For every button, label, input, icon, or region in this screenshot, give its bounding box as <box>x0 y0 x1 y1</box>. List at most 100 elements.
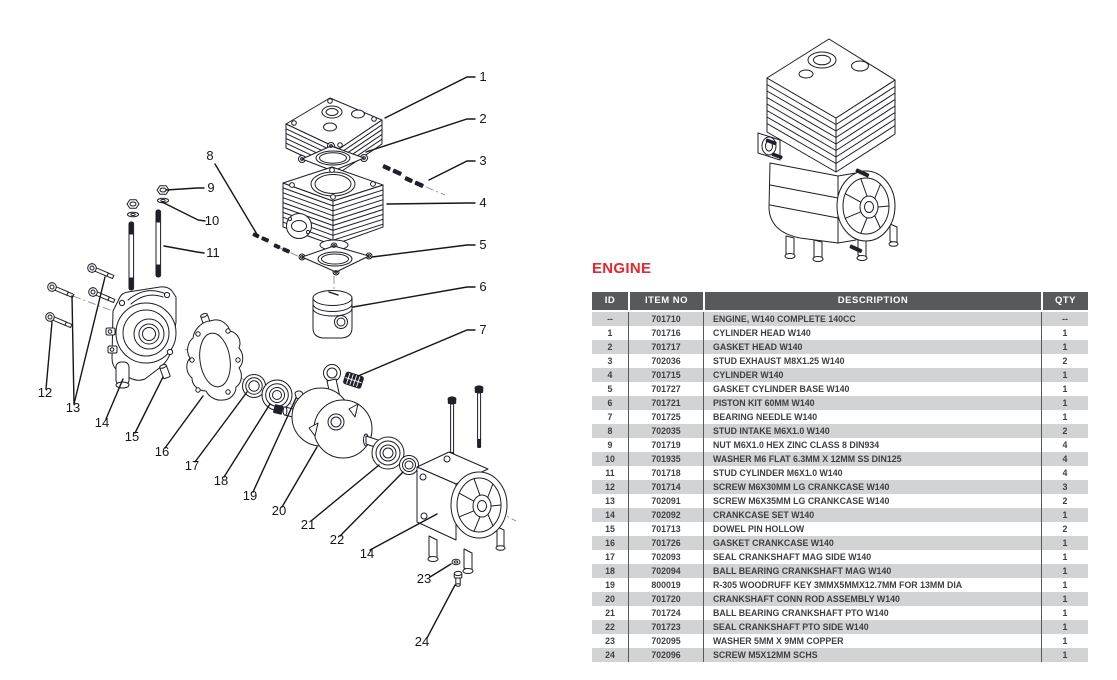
callout-8: 8 <box>206 148 213 163</box>
table-cell: 701725 <box>628 410 703 424</box>
table-cell: 1 <box>1041 564 1088 578</box>
table-cell: 11 <box>605 468 615 478</box>
callout-17: 17 <box>185 458 199 473</box>
callout-5: 5 <box>479 237 486 252</box>
part-crankcase-pto <box>416 385 508 574</box>
callout-20: 20 <box>272 503 286 518</box>
table-cell: STUD CYLINDER M6X1.0 W140 <box>703 466 1041 480</box>
table-cell: CYLINDER HEAD W140 <box>703 326 1041 340</box>
table-cell: 1 <box>607 328 613 338</box>
table-cell: 1 <box>1041 606 1088 620</box>
callout-12: 12 <box>38 385 52 400</box>
part-intake-studs <box>252 232 291 254</box>
table-header-id: ID <box>604 295 616 306</box>
part-crankcase-gasket <box>186 319 244 401</box>
table-cell: 701726 <box>628 536 703 550</box>
callout-18: 18 <box>214 473 228 488</box>
table-cell: WASHER M6 FLAT 6.3MM X 12MM SS DIN125 <box>703 452 1041 466</box>
table-cell: 702036 <box>628 354 703 368</box>
table-cell: 1 <box>1041 396 1088 410</box>
table-cell: 13 <box>605 496 615 506</box>
table-cell: 702094 <box>628 564 703 578</box>
table-cell: 800019 <box>628 578 703 592</box>
callout-22: 22 <box>330 532 344 547</box>
table-cell: BALL BEARING CRANKSHAFT PTO W140 <box>703 606 1041 620</box>
callout-11: 11 <box>206 245 220 260</box>
callout-4: 4 <box>479 195 486 210</box>
table-cell: 702095 <box>628 634 703 648</box>
table-cell: 3 <box>607 356 613 366</box>
table-header-row: ID ITEM NO DESCRIPTION QTY <box>592 292 1088 310</box>
table-cell: 1 <box>1041 326 1088 340</box>
table-cell: 701718 <box>628 466 703 480</box>
table-cell: 1 <box>1041 508 1088 522</box>
table-cell: 21 <box>605 608 615 618</box>
part-washers <box>127 197 169 218</box>
table-cell: 2 <box>1041 354 1088 368</box>
table-cell: 8 <box>607 426 613 436</box>
callout-1: 1 <box>479 69 486 84</box>
table-cell: 17 <box>605 552 615 562</box>
table-cell: SCREW M6X30MM LG CRANKCASE W140 <box>703 480 1041 494</box>
table-cell: GASKET CYLINDER BASE W140 <box>703 382 1041 396</box>
table-cell: 1 <box>1041 410 1088 424</box>
table-cell: SCREW M5X12MM SCHS <box>703 648 1041 662</box>
table-cell: SEAL CRANKSHAFT PTO SIDE W140 <box>703 620 1041 634</box>
part-seal-pto <box>399 455 419 475</box>
table-cell: NUT M6X1.0 HEX ZINC CLASS 8 DIN934 <box>703 438 1041 452</box>
table-cell: 701713 <box>628 522 703 536</box>
callout-15: 15 <box>125 429 139 444</box>
table-cell: BEARING NEEDLE W140 <box>703 410 1041 424</box>
callout-labels: 1 2 3 4 5 6 7 8 9 10 11 12 13 14 15 16 1… <box>38 69 487 649</box>
table-header-qty: QTY <box>1041 292 1088 310</box>
table-cell: 701724 <box>628 606 703 620</box>
table-cell: 4 <box>1041 466 1088 480</box>
table-cell: 702091 <box>628 494 703 508</box>
table-cell: 2 <box>1041 522 1088 536</box>
callout-3: 3 <box>479 153 486 168</box>
table-cell: 701710 <box>628 312 703 326</box>
table-cell: 701727 <box>628 382 703 396</box>
part-copper-washer <box>451 558 461 566</box>
table-cell: 22 <box>605 622 615 632</box>
table-cell: 14 <box>605 510 615 520</box>
part-exhaust-studs <box>382 164 424 188</box>
callout-6: 6 <box>479 279 486 294</box>
callout-13: 13 <box>66 400 80 415</box>
table-cell: ENGINE, W140 COMPLETE 140CC <box>703 312 1041 326</box>
callout-9: 9 <box>207 180 214 195</box>
table-cell: 2 <box>607 342 613 352</box>
assembled-engine-image <box>757 38 899 262</box>
part-crankcase-mag <box>105 286 177 389</box>
part-seal-mag <box>242 374 266 398</box>
table-cell: 702092 <box>628 508 703 522</box>
table-cell: 3 <box>1041 480 1088 494</box>
table-cell: STUD INTAKE M6X1.0 W140 <box>703 424 1041 438</box>
table-cell: 1 <box>1041 382 1088 396</box>
table-cell: 701715 <box>628 368 703 382</box>
part-needle-bearing <box>343 371 364 389</box>
callout-21: 21 <box>301 517 315 532</box>
callout-14: 14 <box>95 415 109 430</box>
table-cell: 701935 <box>628 452 703 466</box>
table-header-description: DESCRIPTION <box>703 292 1041 310</box>
part-crankcase-screws <box>45 263 116 329</box>
table-cell: 1 <box>1041 620 1088 634</box>
table-cell: CRANKCASE SET W140 <box>703 508 1041 522</box>
table-cell: 2 <box>1041 424 1088 438</box>
